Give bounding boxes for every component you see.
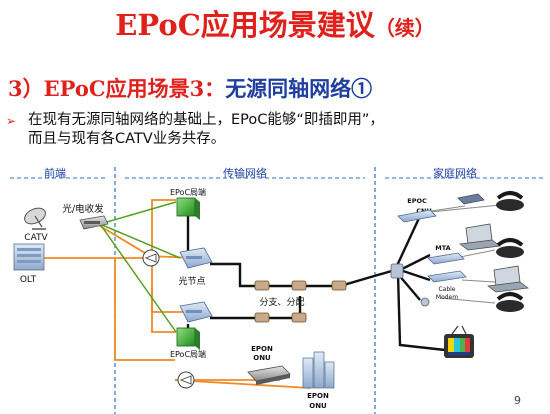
optical-node-bottom-icon (179, 301, 213, 323)
zone-label-front: 前端 (44, 166, 66, 180)
epoc-head-bottom-label: EPoC局端 (170, 349, 206, 359)
bullet-line-1: 在现有无源同轴网络的基础上，EPoC能够“即插即用”， (28, 112, 384, 128)
epoc-head-top-icon (176, 197, 200, 220)
mta-icon (427, 252, 465, 265)
coax-node-main (210, 262, 396, 288)
amplifier-icon-bottom (177, 371, 195, 389)
subtitle-prefix: 3）EPoC应用场景3： (8, 76, 226, 101)
mta-label: MTA (435, 244, 450, 252)
catv-label: CATV (24, 233, 48, 243)
bullet-arrow-icon: ➢ (6, 114, 17, 128)
tap-icon-2 (291, 280, 307, 291)
coax-home-branch-3 (399, 268, 431, 282)
fiber-olt-to-splitter (114, 258, 175, 361)
epoc-head-top-label: EPoC局端 (170, 187, 206, 197)
green-link-2 (99, 201, 177, 225)
green-link-1 (99, 223, 181, 259)
fiber-olt-to-epoc-bottom (151, 258, 176, 333)
television-icon (444, 325, 474, 358)
catv-dish-icon (24, 207, 46, 230)
lan-link-cnu-pc (439, 297, 496, 304)
coax-home-branch-tv (396, 273, 446, 352)
green-link-3 (99, 223, 177, 333)
olt-label: OLT (20, 275, 37, 285)
tap-icon-5 (291, 312, 307, 323)
lan-link-modem-pc (461, 279, 496, 283)
tap-icon-4 (254, 312, 270, 323)
bullet-line-2: 而且与现有各CATV业务共存。 (28, 131, 226, 147)
transceiver-icon (79, 215, 109, 230)
telephone-icon-1 (496, 191, 524, 211)
home-splitter-icon (390, 263, 404, 279)
optical-node-label: 光节点 (178, 275, 205, 287)
epon-onu-2-label-a: EPON (307, 392, 329, 400)
laptop-icon-2 (487, 265, 529, 293)
fiber-olt-to-epoc-top (40, 199, 176, 259)
epoc-cnu-icon (397, 209, 437, 223)
epon-onu-1-icon (247, 365, 291, 385)
epoc-head-bottom-icon (176, 327, 200, 350)
home-router-icon (420, 297, 430, 307)
optical-node-icon (179, 247, 213, 269)
zone-label-home: 家庭网络 (433, 166, 477, 180)
epon-onu-1-label-b: ONU (253, 354, 271, 362)
olt-icon (13, 243, 45, 271)
split-label: 分支、分配 (259, 296, 304, 308)
epon-onu-1-label-a: EPON (251, 345, 273, 353)
set-top-box-icon (457, 193, 485, 205)
transceiver-label: 光/电收发 (62, 203, 104, 215)
slide-subtitle: 3）EPoC应用场景3：无源同轴网络① (8, 73, 372, 103)
cable-modem-label-b: Modem (436, 294, 458, 301)
slide-title-suffix: （续） (374, 16, 435, 40)
cable-modem-icon (427, 270, 467, 283)
subtitle-accent: 无源同轴网络① (225, 76, 373, 101)
fiber-splitter-to-onu-2 (174, 379, 311, 389)
lan-link-cnu-phone (429, 204, 501, 213)
epon-onu-2-label-b: ONU (309, 402, 327, 410)
fiber-olt-to-node-bottom (151, 288, 193, 313)
telephone-icon-2 (496, 238, 524, 258)
tap-icon-1 (254, 280, 270, 291)
slide-title: EPoC应用场景建议（续） (0, 2, 550, 44)
coax-home-branch-1 (393, 215, 422, 271)
amplifier-icon-top (142, 249, 160, 267)
zone-label-transport: 传输网络 (223, 166, 267, 180)
epon-onu-2-icon (302, 351, 335, 389)
slide-title-text: EPoC应用场景建议 (115, 8, 375, 42)
telephone-icon-3 (496, 292, 524, 312)
epoc-cnu-label-a: EPOC (407, 197, 427, 205)
slide-number: 9 (514, 394, 521, 407)
bullet-text: 在现有无源同轴网络的基础上，EPoC能够“即插即用”， 而且与现有各CATV业务… (28, 111, 384, 149)
cable-modem-label-a: Cable (438, 286, 455, 293)
laptop-icon-1 (459, 223, 501, 251)
lan-link-cnu-tv (424, 205, 466, 213)
tap-icon-3 (331, 280, 347, 291)
coax-home-branch-2 (399, 253, 431, 272)
